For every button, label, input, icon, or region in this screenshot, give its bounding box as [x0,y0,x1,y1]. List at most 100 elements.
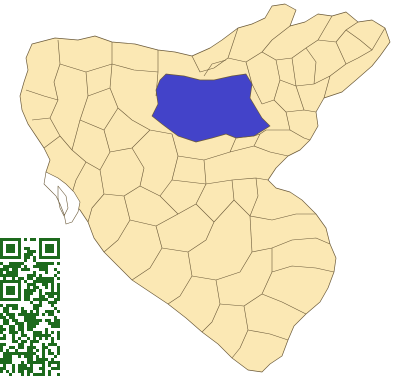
qr-module [51,343,54,346]
qr-module [18,277,21,280]
qr-module [48,343,51,346]
qr-module [51,325,54,328]
qr-module [42,355,45,358]
qr-module [39,262,42,265]
qr-module [39,295,42,298]
qr-module [12,286,15,289]
qr-module [27,373,30,376]
qr-module [0,280,3,283]
qr-module [18,289,21,292]
qr-module [36,331,39,334]
qr-module [9,286,12,289]
qr-module [48,349,51,352]
highlight-border-north [203,59,227,77]
qr-module [33,259,36,262]
qr-module [9,256,12,259]
qr-module [30,292,33,295]
qr-module [21,277,24,280]
qr-module [39,292,42,295]
qr-module [54,319,57,322]
qr-module [51,286,54,289]
qr-module [39,373,42,376]
qr-module [42,256,45,259]
qr-module [0,295,3,298]
qr-module [48,262,51,265]
qr-module [30,352,33,355]
qr-module [30,274,33,277]
qr-module [15,322,18,325]
qr-module [39,289,42,292]
qr-module [39,244,42,247]
qr-module [36,280,39,283]
qr-module [57,295,60,298]
qr-module [24,319,27,322]
qr-module [39,334,42,337]
qr-module [27,283,30,286]
qr-module [9,250,12,253]
qr-module [24,280,27,283]
qr-module [6,271,9,274]
qr-module [57,283,60,286]
qr-module [27,337,30,340]
qr-module [42,268,45,271]
qr-module [24,352,27,355]
qr-module [24,334,27,337]
qr-module [24,313,27,316]
qr-module [15,256,18,259]
qr-module [6,361,9,364]
qr-module [33,322,36,325]
qr-module [33,283,36,286]
qr-module [42,283,45,286]
qr-module [48,280,51,283]
qr-module [0,316,3,319]
qr-module [30,364,33,367]
qr-module [57,256,60,259]
qr-module [45,238,48,241]
qr-module [0,271,3,274]
qr-module [18,253,21,256]
qr-module [30,346,33,349]
qr-module [24,340,27,343]
qr-module [3,307,6,310]
qr-module [51,280,54,283]
qr-module [6,247,9,250]
qr-module [42,298,45,301]
qr-module [12,250,15,253]
qr-module [36,349,39,352]
qr-module [36,334,39,337]
qr-module [9,247,12,250]
qr-module [21,370,24,373]
qr-module [42,346,45,349]
qr-module [27,319,30,322]
qr-module [51,238,54,241]
qr-module [48,250,51,253]
qr-module [15,349,18,352]
qr-module [18,313,21,316]
qr-module [3,277,6,280]
qr-module [6,349,9,352]
qr-module [0,346,3,349]
qr-module [6,280,9,283]
qr-module [21,307,24,310]
qr-module [33,256,36,259]
qr-module [24,259,27,262]
qr-module [12,316,15,319]
qr-module [51,331,54,334]
qr-module [3,268,6,271]
qr-module [12,274,15,277]
qr-module [18,370,21,373]
qr-module [30,310,33,313]
qr-module [48,313,51,316]
qr-module [57,319,60,322]
qr-module [18,367,21,370]
qr-module [24,256,27,259]
qr-module [42,238,45,241]
qr-module [21,340,24,343]
qr-module [57,367,60,370]
qr-module [9,271,12,274]
qr-module [15,304,18,307]
qr-module [45,298,48,301]
qr-module [9,298,12,301]
qr-module [42,361,45,364]
qr-module [18,364,21,367]
